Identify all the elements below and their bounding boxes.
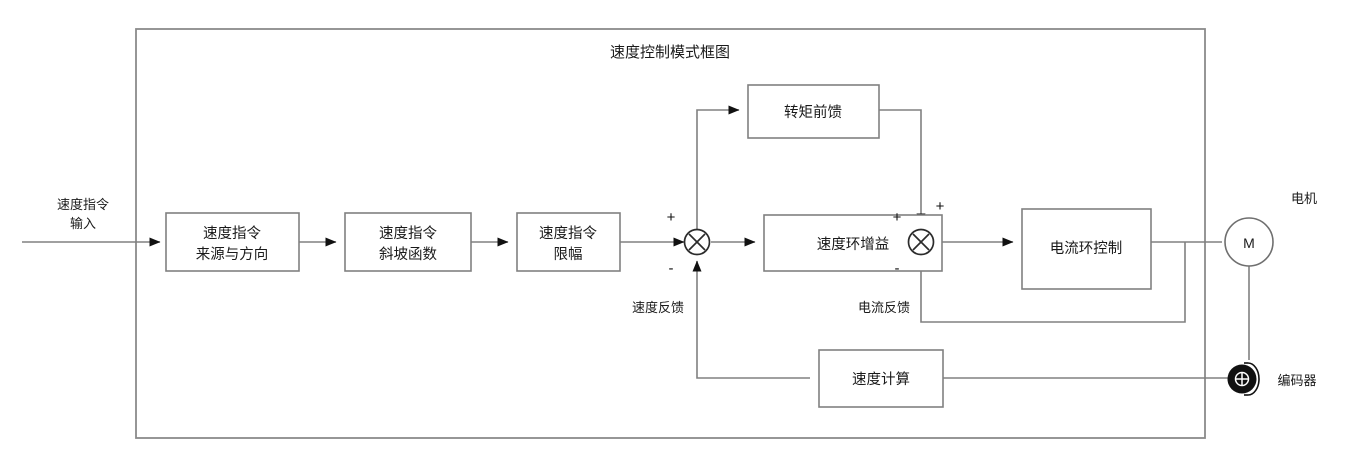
block-cmd-ramp-line1: 速度指令	[379, 225, 437, 242]
encoder-label: 编码器	[1277, 373, 1316, 388]
current-sum-sign-left-plus: +	[893, 209, 902, 226]
block-cmd-limit-line2: 限幅	[554, 246, 583, 263]
diagram-outer-frame	[135, 28, 1206, 439]
motor-label: 电机	[1291, 191, 1317, 206]
block-cmd-ramp[interactable]: 速度指令 斜坡函数	[344, 212, 472, 272]
block-torque-ff-label: 转矩前馈	[784, 104, 842, 121]
wire-current-feedback	[916, 242, 1186, 323]
current-sum-sign-minus: -	[895, 260, 900, 277]
block-speed-loop-gain-label: 速度环增益	[817, 236, 890, 253]
block-current-loop-label: 电流环控制	[1050, 240, 1123, 257]
wire-tap-to-torque-ff	[696, 105, 740, 242]
diagram-title: 速度控制模式框图	[610, 44, 730, 61]
motor-symbol-letter: M	[1243, 235, 1255, 251]
encoder-icon	[1227, 362, 1260, 396]
block-current-loop[interactable]: 电流环控制	[1021, 208, 1152, 290]
block-torque-ff[interactable]: 转矩前馈	[747, 84, 880, 139]
block-cmd-limit[interactable]: 速度指令 限幅	[516, 212, 621, 272]
speed-sum-sign-plus: +	[667, 209, 676, 226]
summing-junction-speed-sum[interactable]: + -	[667, 209, 711, 277]
block-cmd-ramp-line2: 斜坡函数	[379, 246, 437, 263]
block-cmd-source[interactable]: 速度指令 来源与方向	[165, 212, 300, 272]
wire-torque-ff-to-current-sum	[879, 109, 926, 225]
input-label-line2: 输入	[70, 216, 96, 231]
speed-sum-sign-minus: -	[669, 260, 674, 277]
block-speed-calc[interactable]: 速度计算	[818, 349, 944, 408]
block-cmd-limit-line1: 速度指令	[539, 225, 597, 242]
motor-symbol[interactable]: M	[1224, 217, 1274, 267]
input-label-line1: 速度指令	[57, 197, 109, 212]
label-current-feedback: 电流反馈	[858, 300, 910, 315]
block-cmd-source-line2: 来源与方向	[196, 246, 269, 263]
block-speed-calc-label: 速度计算	[852, 371, 910, 388]
wire-speed-feedback	[692, 260, 810, 379]
block-cmd-source-line1: 速度指令	[203, 225, 261, 242]
summing-junction-current-sum[interactable]: + + -	[893, 198, 945, 277]
current-sum-sign-top-plus: +	[936, 198, 945, 215]
label-speed-feedback: 速度反馈	[632, 300, 684, 315]
